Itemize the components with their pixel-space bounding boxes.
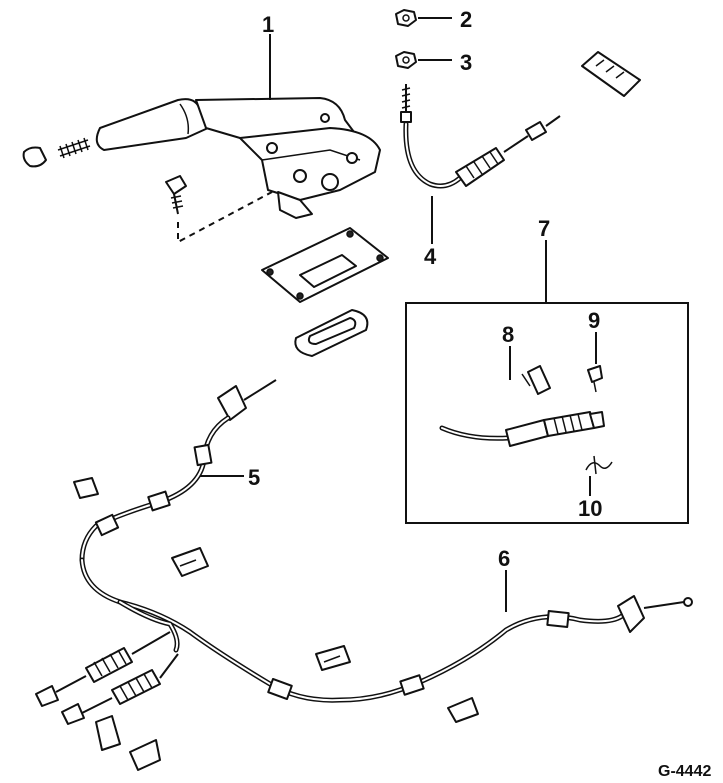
rear-cable-part-6 xyxy=(79,557,693,703)
lever-boot-plate xyxy=(261,227,389,303)
nut-part-2 xyxy=(395,9,417,27)
callout-4: 4 xyxy=(424,244,437,269)
cable-clips xyxy=(73,477,479,771)
front-cable-part-4 xyxy=(400,84,561,189)
callout-2: 2 xyxy=(460,7,472,32)
callout-10: 10 xyxy=(578,496,602,521)
callout-labels: 1 2 3 4 5 6 7 8 9 10 G-4442 xyxy=(248,7,711,780)
callout-3: 3 xyxy=(460,50,472,75)
cable-clip-top-right xyxy=(581,51,641,97)
handbrake-lever-assembly xyxy=(22,97,381,219)
callout-7: 7 xyxy=(538,216,550,241)
equalizer-springs xyxy=(35,599,180,725)
figure-id: G-4442 xyxy=(658,763,711,780)
callout-5: 5 xyxy=(248,465,260,490)
nut-part-3 xyxy=(395,51,417,69)
lever-mount-bolt xyxy=(165,175,273,244)
callout-9: 9 xyxy=(588,308,600,333)
leader-lines xyxy=(200,17,597,612)
detail-box-part-7 xyxy=(405,302,689,524)
rear-cable-part-5 xyxy=(79,379,277,563)
callout-1: 1 xyxy=(262,12,274,37)
lever-grommet xyxy=(294,309,369,357)
callout-6: 6 xyxy=(498,546,510,571)
callout-8: 8 xyxy=(502,322,514,347)
